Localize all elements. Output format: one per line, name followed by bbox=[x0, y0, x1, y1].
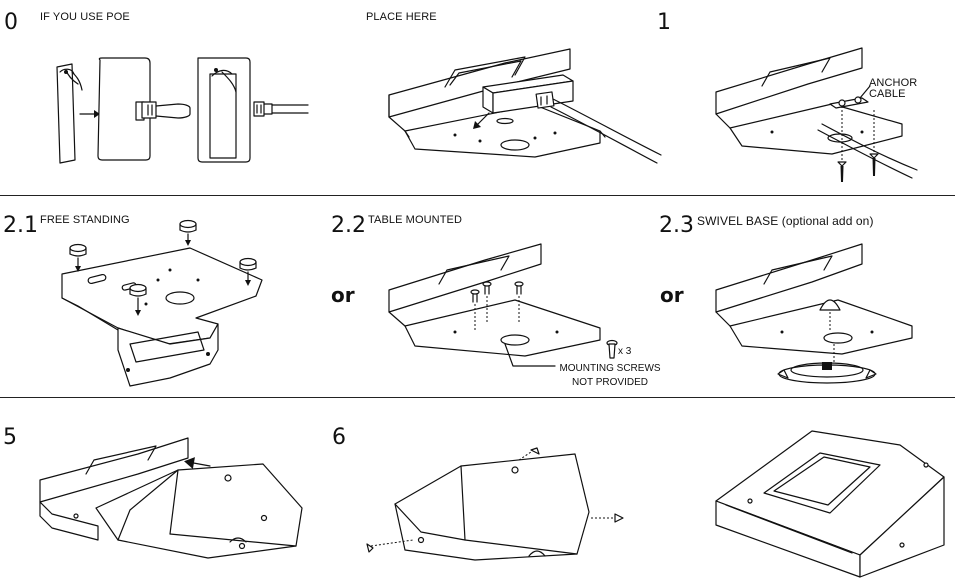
row-divider-top bbox=[0, 195, 955, 196]
foot-pad-4 bbox=[130, 285, 146, 316]
screw-1 bbox=[471, 290, 479, 332]
foot-pad-1 bbox=[70, 245, 86, 272]
foot-pad-3 bbox=[240, 259, 256, 286]
step-label-table-mounted: TABLE MOUNTED bbox=[368, 214, 462, 226]
screw-3 bbox=[515, 282, 523, 324]
screw-count: x 3 bbox=[618, 346, 632, 357]
step-number-6: 6 bbox=[332, 425, 346, 450]
stand-with-poe-box-illustration bbox=[385, 45, 665, 165]
step-number-2-2: 2.2 bbox=[331, 213, 366, 238]
secure-cover-screws-illustration bbox=[365, 448, 630, 563]
poe-injector-illustration bbox=[50, 50, 310, 180]
mounting-screws-note-line1: MOUNTING SCREWS bbox=[559, 363, 661, 374]
step-number-5: 5 bbox=[3, 425, 17, 450]
step-number-0: 0 bbox=[4, 10, 18, 35]
or-separator-1: or bbox=[331, 283, 355, 307]
step-number-2-3: 2.3 bbox=[659, 213, 694, 238]
screw-icon bbox=[606, 340, 618, 360]
swivel-base-illustration bbox=[712, 240, 927, 390]
row-divider-bottom bbox=[0, 397, 955, 398]
or-separator-2: or bbox=[660, 283, 684, 307]
step-label-anchor-cable: ANCHOR CABLE bbox=[869, 77, 918, 100]
foot-pad-2 bbox=[180, 221, 196, 246]
anchor-cable-illustration bbox=[712, 40, 927, 182]
mounting-screws-note: MOUNTING SCREWS NOT PROVIDED bbox=[548, 362, 672, 389]
step-label-swivel-base: SWIVEL BASE (optional add on) bbox=[697, 214, 874, 228]
step-label-poe: IF YOU USE POE bbox=[40, 11, 130, 23]
assembled-stand-illustration bbox=[712, 425, 952, 580]
table-mounted-illustration bbox=[385, 240, 610, 360]
screw-2 bbox=[483, 282, 491, 324]
mounting-screws-note-line2: NOT PROVIDED bbox=[572, 376, 648, 388]
attach-cover-illustration bbox=[38, 430, 306, 560]
step-number-2-1: 2.1 bbox=[3, 213, 38, 238]
step-label-place-here: PLACE HERE bbox=[366, 11, 437, 23]
step-label-free-standing: FREE STANDING bbox=[40, 214, 130, 226]
step-number-1: 1 bbox=[657, 10, 671, 35]
free-standing-illustration bbox=[58, 220, 273, 390]
